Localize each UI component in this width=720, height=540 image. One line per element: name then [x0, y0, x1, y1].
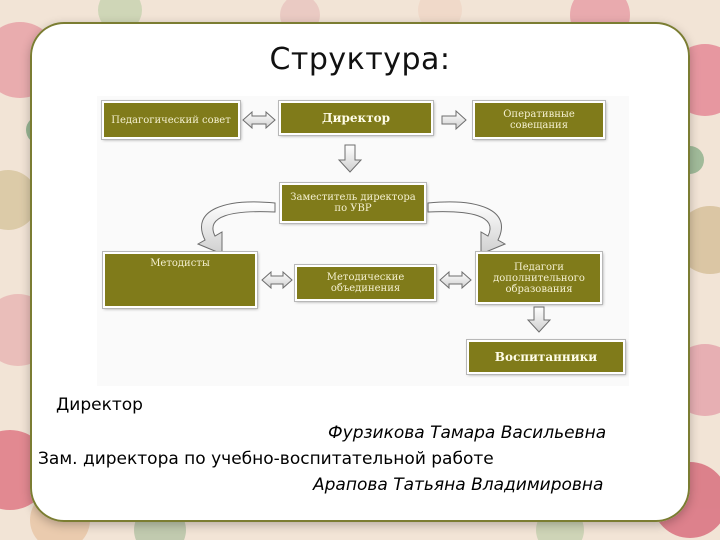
double-arrow-left	[242, 110, 276, 130]
curved-arrow-right	[427, 201, 507, 255]
org-structure-diagram	[97, 96, 629, 386]
double-arrow-mid-right	[439, 270, 472, 290]
node-pedagogical-council: Педагогический совет	[101, 100, 241, 140]
node-director: Директор	[278, 100, 434, 136]
node-pupils: Воспитанники	[466, 339, 626, 375]
slide-title: Структура:	[269, 42, 451, 77]
node-deputy-director: Заместитель директора по УВР	[279, 182, 427, 224]
deputy-name: Арапова Татьяна Владимировна	[313, 475, 604, 495]
director-label: Директор	[56, 395, 143, 415]
node-methodists: Методисты	[102, 251, 258, 309]
arrow-down-teachers	[526, 306, 552, 333]
arrow-right-top	[441, 109, 467, 131]
node-operative-meetings: Оперативные совещания	[472, 100, 606, 140]
curved-arrow-left	[196, 201, 276, 255]
director-name: Фурзикова Тамара Васильевна	[328, 423, 607, 443]
node-methodical-associations: Методические объединения	[294, 264, 437, 302]
arrow-down-director	[337, 144, 363, 173]
double-arrow-mid-left	[261, 270, 293, 290]
deputy-label: Зам. директора по учебно-воспитательной …	[38, 449, 494, 469]
node-additional-education-teachers: Педагоги дополнительного образования	[475, 251, 603, 305]
